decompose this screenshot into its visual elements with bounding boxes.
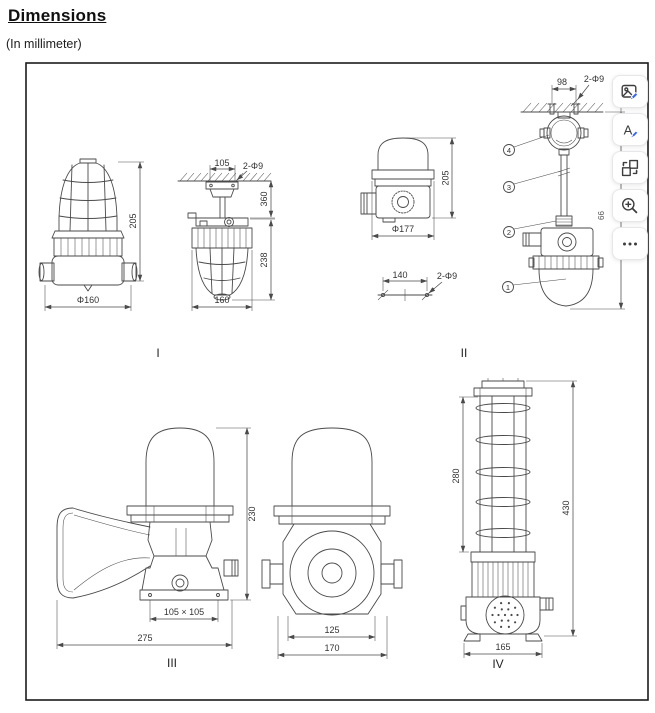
dim-fig3-inner-width: 125 xyxy=(324,625,339,635)
fig4-label: IV xyxy=(492,657,503,671)
fig3-side-view-drawing: 230 105 × 105 275 xyxy=(56,427,257,649)
dim-fig2-hole-spacing: 140 xyxy=(392,270,407,280)
replace-icon xyxy=(621,159,639,176)
dim-fig3-outer-width: 170 xyxy=(324,643,339,653)
page-title: Dimensions xyxy=(8,6,107,25)
dim-fig3-bolt-pattern: 105 × 105 xyxy=(164,607,204,617)
replace-button[interactable] xyxy=(612,151,648,184)
fig1-pendant-lamp-drawing: 105 2-Φ9 360 238 160 xyxy=(177,158,275,311)
dim-fig4-cage-height: 280 xyxy=(451,468,461,483)
callout-3: 3 xyxy=(507,183,511,192)
edit-text-icon: A xyxy=(624,122,639,138)
page-subtitle: (In millimeter) xyxy=(6,37,82,51)
dim-fig1-fixed-diameter: Φ160 xyxy=(77,295,99,305)
more-button[interactable] xyxy=(612,227,648,260)
dim-fig2-assembly-partial: 66 xyxy=(597,211,606,220)
zoom-in-icon xyxy=(622,197,638,213)
fig3-front-view-drawing: 125 170 xyxy=(261,427,403,659)
edit-image-icon xyxy=(621,84,639,100)
dim-fig1-drop-height: 360 xyxy=(259,191,269,206)
dim-fig2-assembly-holes: 2-Φ9 xyxy=(584,74,604,84)
callout-1: 1 xyxy=(506,283,510,292)
edit-text-glyph: A xyxy=(624,122,633,137)
dim-fig4-base-width: 165 xyxy=(495,642,510,652)
edit-image-button[interactable] xyxy=(612,75,648,108)
dim-fig2-beacon-diameter: Φ177 xyxy=(392,224,414,234)
dim-fig2-assembly-hole-spacing: 98 xyxy=(557,77,567,87)
more-icon xyxy=(623,242,637,245)
dim-fig2-beacon-height: 205 xyxy=(441,170,451,185)
fig1-fixed-lamp-drawing: 205 Φ160 xyxy=(38,158,144,311)
dim-fig3-height: 230 xyxy=(247,506,257,521)
dim-fig3-width: 275 xyxy=(137,633,152,643)
dim-fig1-lamp-height: 238 xyxy=(259,252,269,267)
speaker-holes xyxy=(491,602,519,629)
fig2-assembly-drawing: 98 2-Φ9 xyxy=(502,74,625,310)
edit-text-button[interactable]: A xyxy=(612,113,648,146)
fig1-label: I xyxy=(156,346,159,360)
zoom-button[interactable] xyxy=(612,189,648,222)
dim-fig1-plate-width: 105 xyxy=(214,158,229,168)
fig2-label: II xyxy=(461,346,468,360)
drawing-frame-border xyxy=(25,62,649,701)
fig2-beacon-drawing: 205 Φ177 140 2-Φ9 xyxy=(360,137,457,301)
dim-fig4-total-height: 430 xyxy=(561,500,571,515)
dim-fig1-pendant-width: 160 xyxy=(214,295,229,305)
fig3-label: III xyxy=(167,656,177,670)
callout-2: 2 xyxy=(507,228,511,237)
fig4-tube-light-drawing: 280 430 165 xyxy=(451,378,577,658)
callout-4: 4 xyxy=(507,146,511,155)
dim-fig2-beacon-holes: 2-Φ9 xyxy=(437,271,457,281)
dim-fig1-pendant-holes: 2-Φ9 xyxy=(243,161,263,171)
dim-fig1-fixed-height: 205 xyxy=(128,213,138,228)
